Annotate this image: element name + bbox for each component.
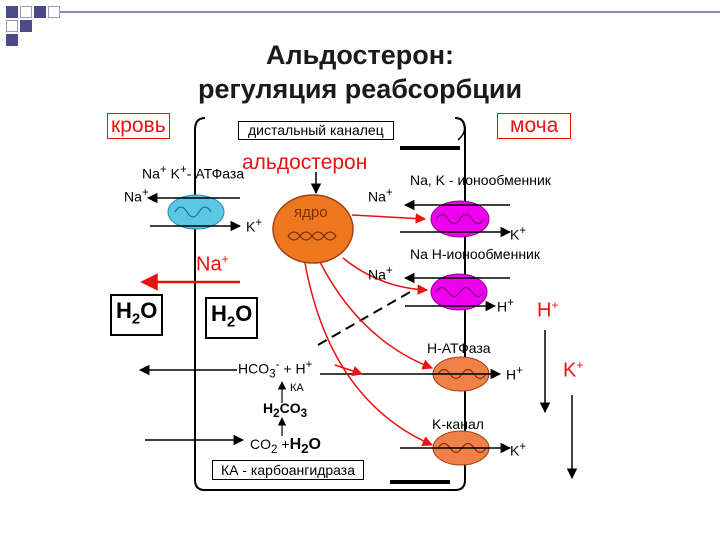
aldosterone-label: альдостерон bbox=[242, 151, 368, 174]
na-k-atpase-ellipse bbox=[167, 194, 225, 230]
title-line2: регуляция реабсорбции bbox=[197, 74, 523, 104]
na-cell-label-2: Na+ bbox=[368, 264, 393, 283]
k-lumen-label-2: K+ bbox=[510, 440, 527, 459]
carbonic-anhydrase-label: КА - карбоангидраза bbox=[212, 460, 364, 480]
h-atpase-label: H-АТФаза bbox=[427, 340, 491, 356]
ka-label-1: КА bbox=[290, 382, 304, 394]
h2co3-label: H2CO3 bbox=[263, 400, 308, 420]
k-channel-label: K-канал bbox=[432, 416, 484, 432]
cell-border-dash bbox=[457, 117, 466, 141]
dashed-connector bbox=[317, 291, 411, 346]
na-h-exchanger-label: Na H-ионообменник bbox=[410, 246, 540, 262]
na-k-atpase-squiggle bbox=[174, 206, 212, 218]
na-k-atpase-label: Na+ K+- АТФаза bbox=[142, 163, 245, 182]
k-urine-label: K+ bbox=[563, 358, 584, 382]
co2-h2o-label: CO2 +H2O bbox=[250, 436, 321, 457]
header-rule bbox=[60, 11, 720, 13]
corner-decoration bbox=[0, 0, 60, 50]
distal-tubule-label: дистальный каналец bbox=[238, 121, 394, 140]
blood-label: кровь bbox=[107, 113, 170, 139]
h-urine-label: H+ bbox=[537, 298, 559, 322]
h-lumen-label-1: H+ bbox=[497, 296, 514, 315]
red-regulation-arrows bbox=[304, 213, 433, 446]
h2o-blood-box: H2O bbox=[110, 294, 164, 337]
h-lumen-label-2: H+ bbox=[506, 364, 523, 383]
nucleus-ellipse bbox=[272, 194, 354, 264]
urine-label: моча bbox=[497, 113, 572, 139]
h2o-cell-box: H2O bbox=[205, 297, 259, 340]
na-h-exchanger-ellipse bbox=[430, 273, 488, 311]
nucleus-label: ядро bbox=[294, 204, 328, 221]
hco3-h-label: HCO3- + H+ bbox=[238, 358, 313, 381]
k-cell-label: K+ bbox=[246, 216, 263, 235]
title-line1: Альдостерон: bbox=[265, 40, 455, 70]
arrow-red-small bbox=[334, 364, 363, 376]
na-blood-label: Na+ bbox=[124, 186, 149, 205]
na-out-label: Na+ bbox=[196, 252, 229, 276]
na-cell-label-1: Na+ bbox=[368, 186, 393, 205]
k-lumen-label-1: K+ bbox=[510, 224, 527, 243]
na-k-exchanger-label: Na, K - ионообменник bbox=[410, 172, 551, 188]
